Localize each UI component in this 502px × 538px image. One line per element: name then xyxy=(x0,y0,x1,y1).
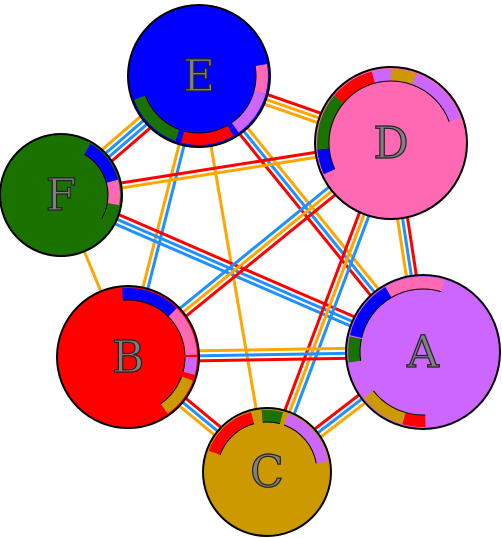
node-ring-segment xyxy=(349,287,392,339)
node-ring-segment xyxy=(317,148,335,175)
node-ring-segment xyxy=(183,356,197,375)
nodes-layer: A B C D E F xyxy=(0,4,501,537)
node-ring-outline xyxy=(144,95,180,131)
node-ring-segment xyxy=(254,64,268,94)
node-ring-outline xyxy=(359,338,362,361)
node-ring-segment xyxy=(231,90,266,133)
node-ring-outline xyxy=(122,299,169,318)
node-ring-segment xyxy=(208,412,255,456)
node-ring-outline xyxy=(343,82,376,104)
node-ring-outline xyxy=(105,182,109,204)
node-ring-segment xyxy=(101,202,120,225)
node-label-A: A xyxy=(406,327,440,378)
node-B: B xyxy=(56,285,200,429)
node-ring-segment xyxy=(390,69,417,85)
node-ring-outline xyxy=(101,203,108,219)
node-ring-segment xyxy=(261,410,284,424)
node-circle xyxy=(127,4,271,148)
node-ring-outline xyxy=(372,390,406,414)
node-ring-outline xyxy=(283,424,317,464)
node-ring-outline xyxy=(219,423,255,456)
node-circle xyxy=(345,274,501,430)
node-ring-outline xyxy=(405,412,426,416)
node-label-D: D xyxy=(373,118,408,169)
node-circle xyxy=(56,285,200,429)
node-ring-segment xyxy=(334,71,376,104)
node-D: D xyxy=(314,66,468,220)
node-ring-segment xyxy=(283,413,329,464)
node-label-F: F xyxy=(46,170,77,221)
node-label-E: E xyxy=(183,51,215,102)
node-ring-outline xyxy=(182,356,186,372)
node-C: C xyxy=(202,407,332,537)
node-ring-outline xyxy=(390,80,413,86)
node-ring-segment xyxy=(121,288,177,317)
node-ring-segment xyxy=(411,73,461,123)
node-ring-segment xyxy=(371,69,392,84)
node-ring-outline xyxy=(160,376,183,405)
node-ring-outline xyxy=(262,421,281,425)
node-ring-outline xyxy=(167,316,186,356)
node-ring-segment xyxy=(84,143,118,184)
node-E: E xyxy=(127,4,271,148)
node-ring-outline xyxy=(328,102,344,149)
node-ring-outline xyxy=(231,90,255,124)
node-ring-segment xyxy=(168,308,197,356)
node-label-B: B xyxy=(112,332,144,383)
node-ring-outline xyxy=(253,66,257,91)
node-ring-segment xyxy=(181,125,234,145)
node-ring-outline xyxy=(361,297,392,338)
node-ring-outline xyxy=(184,124,228,134)
node-circle xyxy=(314,66,468,220)
node-ring-outline xyxy=(374,80,392,84)
node-circle xyxy=(0,133,123,257)
node-ring-segment xyxy=(348,336,362,363)
node-circle xyxy=(202,407,332,537)
node-ring-segment xyxy=(385,277,445,298)
node-A: A xyxy=(345,274,501,430)
node-ring-segment xyxy=(317,95,344,150)
node-F: F xyxy=(0,133,123,257)
node-ring-segment xyxy=(106,179,120,206)
node-ring-segment xyxy=(402,412,426,427)
node-ring-segment xyxy=(134,95,180,141)
node-label-C: C xyxy=(250,447,284,498)
node-ring-segment xyxy=(363,390,406,425)
node-ring-segment xyxy=(160,376,193,414)
node-ring-outline xyxy=(391,288,442,298)
node-ring-outline xyxy=(412,84,450,122)
node-ring-outline xyxy=(328,148,336,170)
node-ring-outline xyxy=(84,153,107,183)
